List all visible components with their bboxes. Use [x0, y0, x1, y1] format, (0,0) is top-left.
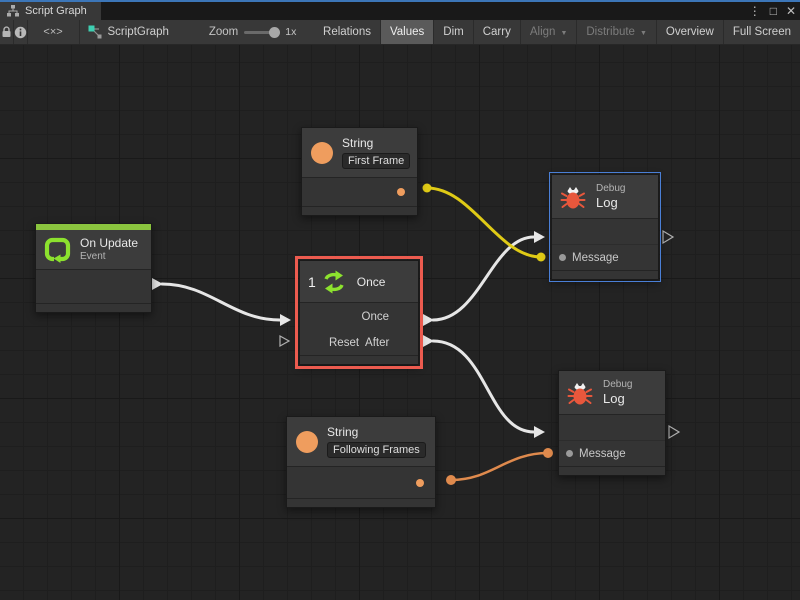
align-dropdown[interactable]: Align ▼: [521, 20, 578, 44]
node-footer: [302, 206, 417, 215]
carry-button[interactable]: Carry: [474, 20, 521, 44]
flow-input-port[interactable]: [559, 226, 575, 238]
lock-icon: [2, 26, 11, 37]
script-graph-icon: [88, 25, 101, 39]
flow-input-port[interactable]: [566, 422, 582, 434]
zoom-label: Zoom: [208, 26, 239, 38]
zoom-slider[interactable]: [244, 26, 281, 38]
string-value-input[interactable]: First Frame: [342, 153, 411, 169]
tab-bar: Script Graph: [0, 2, 800, 20]
graph-name-label: ScriptGraph: [107, 26, 169, 38]
maximize-icon[interactable]: □: [769, 4, 777, 18]
event-accent-strip: [36, 224, 151, 230]
graph-hierarchy-icon: [7, 5, 19, 17]
flow-output-port[interactable]: [642, 422, 658, 434]
node-footer: [300, 355, 418, 364]
dim-button[interactable]: Dim: [434, 20, 474, 44]
node-once[interactable]: 1 Once Once Reset After: [295, 256, 423, 369]
relations-button[interactable]: Relations: [314, 20, 381, 44]
node-subtitle: Event: [80, 251, 106, 262]
close-icon[interactable]: ✕: [785, 4, 796, 18]
fullscreen-button[interactable]: Full Screen: [732, 26, 791, 38]
node-title: On Update: [80, 236, 139, 250]
flow-output-port[interactable]: [395, 337, 411, 349]
node-footer: [552, 270, 658, 279]
zoom-value: 1x: [285, 26, 297, 38]
info-button[interactable]: [14, 20, 28, 44]
chevron-down-icon: ▼: [560, 29, 568, 37]
tab-title: Script Graph: [25, 5, 87, 17]
distribute-dropdown[interactable]: Distribute ▼: [577, 20, 657, 44]
value-output-port[interactable]: [397, 188, 405, 196]
node-title: String: [327, 425, 359, 439]
port-label: Message: [579, 447, 626, 460]
overview-button[interactable]: Overview: [657, 20, 724, 44]
bug-icon: [560, 186, 586, 208]
flow-input-port[interactable]: [307, 311, 323, 323]
node-footer: [287, 498, 435, 507]
node-title: Log: [596, 195, 618, 210]
chevron-down-icon: ▼: [639, 29, 647, 37]
window-menu-icon[interactable]: ⋮: [748, 4, 761, 18]
node-string-first-frame[interactable]: String First Frame: [301, 127, 418, 216]
port-label: After: [365, 337, 390, 349]
tab-script-graph[interactable]: Script Graph: [0, 2, 101, 20]
value-output-port[interactable]: [416, 478, 424, 487]
code-view-icon: <×>: [43, 26, 63, 38]
node-title: String: [342, 136, 374, 150]
flow-input-port[interactable]: [307, 337, 323, 349]
zoom-slider-handle[interactable]: [269, 26, 281, 38]
once-icon-number: 1: [308, 273, 316, 290]
flow-output-port[interactable]: [395, 311, 411, 323]
graph-toolbar: <×> ScriptGraph Zoom 1x Relations Values…: [0, 20, 800, 45]
node-title: Once: [356, 274, 386, 289]
loop-event-icon: [44, 237, 71, 263]
distribute-label: Distribute: [586, 26, 635, 38]
string-value-input[interactable]: Following Frames: [327, 442, 426, 458]
bug-icon: [567, 382, 593, 404]
node-debug-log-bottom[interactable]: Debug Log Message: [558, 370, 666, 476]
node-debug-log-top[interactable]: Debug Log Message: [549, 172, 661, 282]
flow-output-port[interactable]: [128, 281, 144, 293]
port-label: Message: [572, 251, 619, 264]
port-label: Once: [361, 311, 390, 323]
value-input-port[interactable]: [566, 450, 573, 457]
node-footer: [559, 466, 665, 475]
info-icon: [14, 26, 26, 38]
node-subtitle: Debug: [596, 183, 626, 194]
window-focus-strip: [0, 0, 800, 2]
string-type-icon: [311, 141, 333, 164]
flow-output-port[interactable]: [635, 226, 651, 238]
cycle-icon: [324, 270, 344, 293]
node-title: Log: [603, 391, 625, 406]
node-footer: [36, 303, 151, 312]
port-label: Reset: [329, 337, 360, 349]
graph-name-breadcrumb[interactable]: ScriptGraph: [80, 20, 177, 44]
string-type-icon: [296, 430, 318, 453]
window-controls: ⋮ □ ✕: [749, 2, 796, 20]
value-input-port[interactable]: [559, 254, 566, 261]
align-label: Align: [529, 26, 556, 38]
node-string-following-frames[interactable]: String Following Frames: [286, 416, 436, 508]
node-subtitle: Debug: [603, 379, 633, 390]
code-view-button[interactable]: <×>: [28, 20, 80, 44]
lock-button[interactable]: [0, 20, 14, 44]
values-button[interactable]: Values: [380, 20, 435, 44]
node-on-update-event[interactable]: On Update Event: [35, 223, 152, 313]
